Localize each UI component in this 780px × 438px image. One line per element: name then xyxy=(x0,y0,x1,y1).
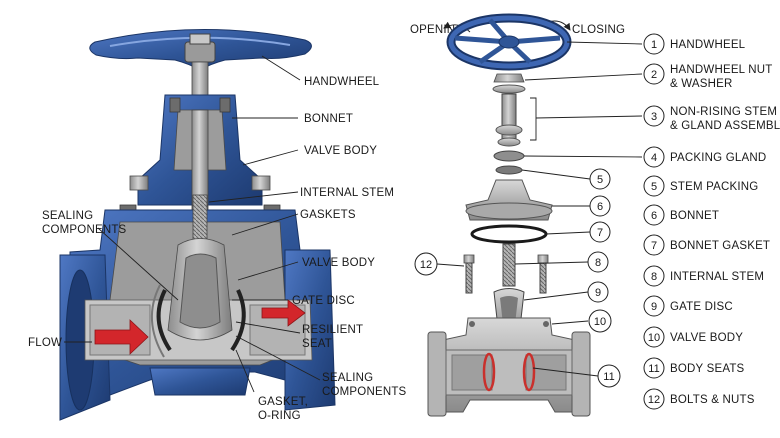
legend-label: STEM PACKING xyxy=(670,181,758,193)
legend-number-circle xyxy=(643,33,665,55)
callout-12: 12 xyxy=(420,259,432,271)
legend-number-circle xyxy=(643,265,665,287)
legend-item: 2 HANDWHEEL NUT & WASHER xyxy=(643,63,772,90)
callout-5: 5 xyxy=(597,174,603,186)
legend-item: 9 GATE DISC xyxy=(643,295,733,317)
exploded-nut xyxy=(493,73,525,83)
legend-label-line2: & WASHER xyxy=(670,78,733,90)
label-handwheel: HANDWHEEL xyxy=(304,76,380,88)
callout-7: 7 xyxy=(597,227,603,239)
flow-arrow-in xyxy=(94,319,149,355)
exploded-bonnet-gasket xyxy=(470,224,548,244)
legend-label: BODY SEATS xyxy=(670,363,745,375)
legend-item: 7 BONNET GASKET xyxy=(643,234,770,256)
legend-label: INTERNAL STEM xyxy=(670,271,764,283)
legend-label-line2: & GLAND ASSEMBLY xyxy=(670,120,780,132)
label-sealing-bottom-1: SEALING xyxy=(322,372,373,384)
legend-number-circle xyxy=(643,388,665,410)
callout-10: 10 xyxy=(594,316,606,328)
legend-number-circle xyxy=(643,105,665,127)
exploded-view: OPENIN CLOSING xyxy=(410,13,643,417)
legend-number-circle xyxy=(643,146,665,168)
legend-number: 5 xyxy=(651,181,657,193)
flow-arrow-out xyxy=(261,299,306,327)
label-sealing-bottom-2: COMPONENTS xyxy=(322,386,407,398)
label-resilient-1: RESILIENT xyxy=(302,324,363,336)
label-gate-disc: GATE DISC xyxy=(292,295,355,307)
label-gaskets: GASKETS xyxy=(300,209,356,221)
exploded-packing-gland xyxy=(493,150,525,162)
legend-item: 6 BONNET xyxy=(643,204,719,226)
legend-label: HANDWHEEL xyxy=(670,39,746,51)
label-valve-body-mid: VALVE BODY xyxy=(302,257,375,269)
legend-number-circle xyxy=(643,357,665,379)
label-resilient-2: SEAT xyxy=(302,338,332,350)
legend-item: 10 VALVE BODY xyxy=(643,326,743,348)
cutaway-handwheel[interactable] xyxy=(89,28,312,71)
cutaway-valve: HANDWHEEL BONNET VALVE BODY INTERNAL STE… xyxy=(28,28,407,422)
label-sealing-left-2: COMPONENTS xyxy=(42,224,127,236)
label-bonnet: BONNET xyxy=(304,113,353,125)
legend-label: HANDWHEEL NUT xyxy=(670,64,772,76)
callout-11: 11 xyxy=(603,371,614,383)
parts-legend: 1 HANDWHEEL 2 HANDWHEEL NUT & WASHER 3 NON-RIS… xyxy=(643,33,780,410)
legend-number: 11 xyxy=(648,363,659,375)
label-closing: CLOSING xyxy=(572,24,625,36)
label-opening: OPENIN xyxy=(410,24,455,36)
legend-number: 1 xyxy=(651,39,657,51)
legend-number: 6 xyxy=(651,210,657,222)
callout-6: 6 xyxy=(597,201,603,213)
legend-label: GATE DISC xyxy=(670,301,733,313)
legend-item: 5 STEM PACKING xyxy=(643,175,758,197)
legend-number: 9 xyxy=(651,301,657,313)
legend-label: BONNET GASKET xyxy=(670,240,770,252)
legend-label: PACKING GLAND xyxy=(670,152,766,164)
legend-item: 3 NON-RISING STEM & GLAND ASSEMBLY xyxy=(643,105,780,132)
exploded-body-seat-right xyxy=(522,352,536,392)
legend-number: 4 xyxy=(651,152,657,164)
legend-number-circle xyxy=(643,295,665,317)
legend-item: 12 BOLTS & NUTS xyxy=(643,388,755,410)
callout-9: 9 xyxy=(595,287,601,299)
legend-number-circle xyxy=(643,234,665,256)
legend-number: 8 xyxy=(651,271,657,283)
callout-8: 8 xyxy=(595,257,601,269)
legend-item: 1 HANDWHEEL xyxy=(643,33,746,55)
label-flow: FLOW xyxy=(28,337,62,349)
legend-number-circle xyxy=(643,63,665,85)
exploded-callouts: 5 6 7 8 9 10 11 12 xyxy=(414,168,621,388)
legend-number-circle xyxy=(643,175,665,197)
legend-number-circle xyxy=(643,204,665,226)
legend-number-circle xyxy=(643,326,665,348)
legend-item: 4 PACKING GLAND xyxy=(643,146,766,168)
legend-label: BONNET xyxy=(670,210,719,222)
exploded-internal-stem xyxy=(502,243,516,287)
label-valve-body-top: VALVE BODY xyxy=(304,145,377,157)
label-internal-stem: INTERNAL STEM xyxy=(300,187,394,199)
legend-label: NON-RISING STEM xyxy=(670,106,777,118)
legend-item: 8 INTERNAL STEM xyxy=(643,265,764,287)
legend-number: 12 xyxy=(648,394,660,406)
label-gasket-1: GASKET, xyxy=(258,396,308,408)
legend-item: 11 BODY SEATS xyxy=(643,357,745,379)
exploded-body-seat-left xyxy=(482,352,496,392)
label-sealing-left-1: SEALING xyxy=(42,210,93,222)
legend-number: 2 xyxy=(651,69,657,81)
legend-label: VALVE BODY xyxy=(670,332,743,344)
exploded-handwheel[interactable] xyxy=(446,13,572,71)
label-gasket-2: O-RING xyxy=(258,410,301,422)
legend-number: 3 xyxy=(651,111,657,123)
legend-number: 10 xyxy=(648,332,660,344)
legend-label: BOLTS & NUTS xyxy=(670,394,755,406)
legend-number: 7 xyxy=(651,240,657,252)
